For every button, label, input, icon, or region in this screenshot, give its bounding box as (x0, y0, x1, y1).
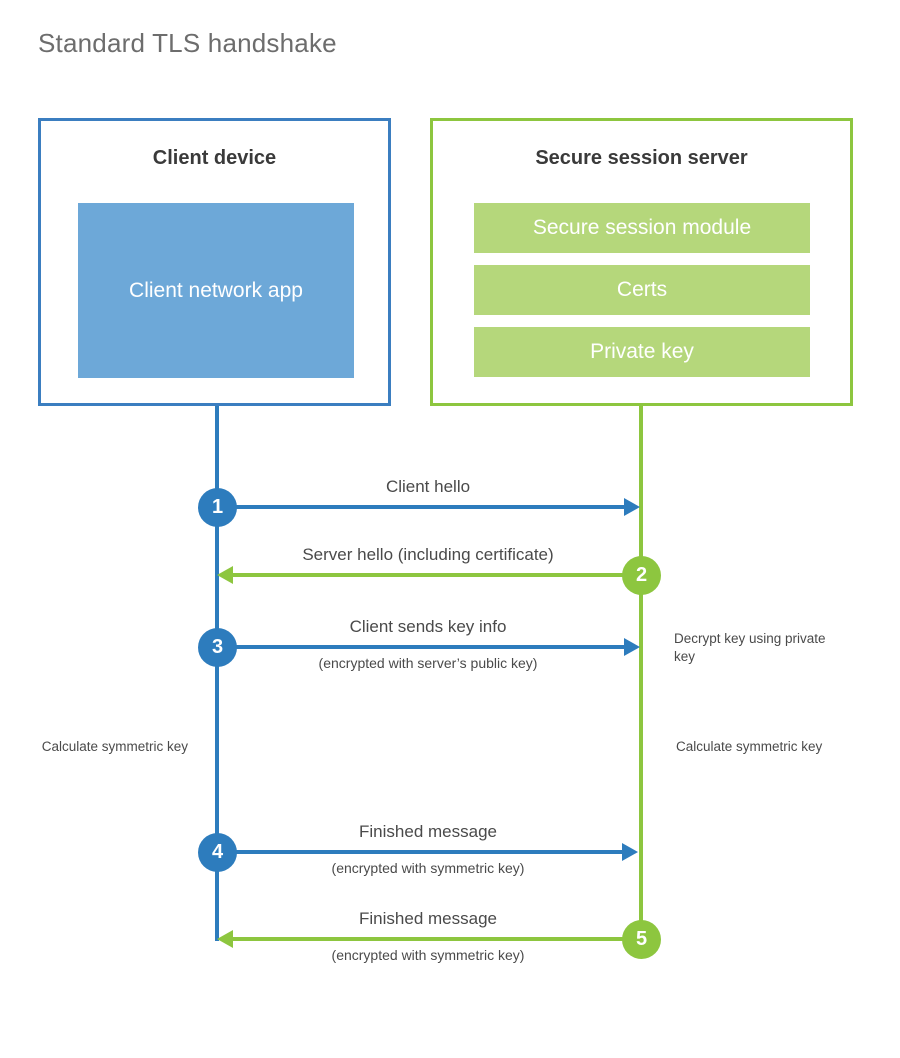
step-5-sublabel: (encrypted with symmetric key) (331, 947, 525, 963)
client-network-app-block: Client network app (78, 203, 354, 378)
step-2-label: Server hello (including certificate) (302, 545, 554, 564)
server-lifeline (639, 406, 643, 940)
step-3-arrow-line (217, 645, 624, 649)
step-5-label: Finished message (359, 909, 497, 928)
step-4-arrowhead-right-icon (622, 843, 638, 861)
step-4-label: Finished message (359, 822, 497, 841)
step-4-number: 4 (211, 841, 224, 863)
note-calculate-symmetric-key-server: Calculate symmetric key (676, 739, 823, 754)
step-2-badge: 2 (622, 556, 661, 595)
step-1-label: Client hello (385, 477, 471, 496)
step-4-arrow-line (217, 850, 622, 854)
server-components-list: Secure session module Certs Private key (474, 203, 810, 389)
secure-session-server-box: Secure session server Secure session mod… (430, 118, 853, 406)
step-1-badge: 1 (198, 488, 237, 527)
page-title: Standard TLS handshake (38, 28, 337, 58)
secure-session-server-title: Secure session server (535, 147, 748, 169)
step-3-number: 3 (211, 636, 224, 658)
step-4-badge: 4 (198, 833, 237, 872)
note-calculate-symmetric-key-client: Calculate symmetric key (41, 739, 188, 754)
step-5-arrowhead-left-icon (217, 930, 233, 948)
step-3-badge: 3 (198, 628, 237, 667)
step-3-label: Client sends key info (349, 617, 507, 636)
step-2-number: 2 (635, 564, 648, 586)
step-4-sublabel: (encrypted with symmetric key) (331, 860, 525, 876)
step-1-arrowhead-right-icon (624, 498, 640, 516)
note-decrypt-key: Decrypt key using private key (674, 631, 826, 665)
step-1-arrow-line (217, 505, 624, 509)
client-device-box: Client device Client network app (38, 118, 391, 406)
step-2-arrow-line (233, 573, 641, 577)
server-component-secure-session-module: Secure session module (474, 203, 810, 253)
step-5-arrow-line (233, 937, 641, 941)
step-5-number: 5 (635, 928, 648, 950)
step-2-arrowhead-left-icon (217, 566, 233, 584)
step-3-arrowhead-right-icon (624, 638, 640, 656)
step-1-number: 1 (211, 496, 224, 518)
server-component-certs: Certs (474, 265, 810, 315)
step-5-badge: 5 (622, 920, 661, 959)
client-lifeline (215, 406, 219, 941)
client-device-title: Client device (152, 147, 277, 169)
server-component-private-key: Private key (474, 327, 810, 377)
step-3-sublabel: (encrypted with server’s public key) (318, 655, 538, 671)
